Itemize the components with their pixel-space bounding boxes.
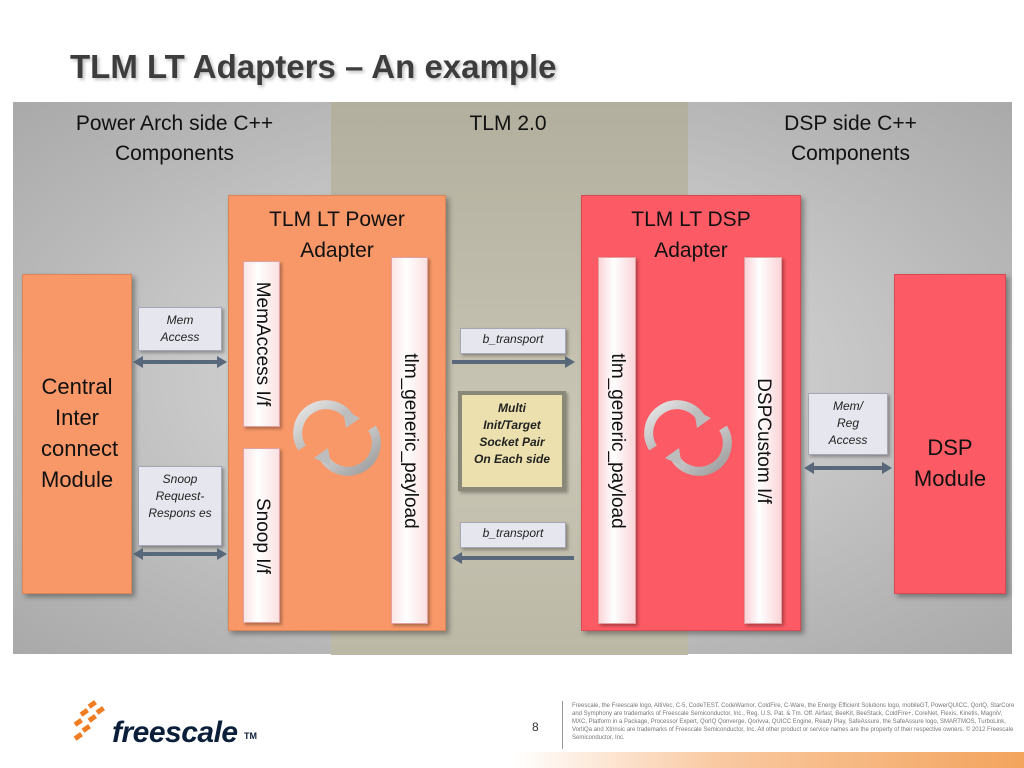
b-transport-bottom-callout: b_transport [460, 522, 566, 548]
power-generic-payload-strip: tlm_generic_payload [391, 257, 428, 624]
multi-socket-note: Multi Init/Target Socket Pair On Each si… [458, 391, 566, 491]
power-adapter: TLM LT Power Adapter MemAccess I/f Snoop… [228, 195, 446, 631]
freescale-wordmark: freescale [112, 716, 238, 749]
tlm-header: TLM 2.0 [469, 112, 547, 135]
legal-notice: Freescale, the Freescale logo, AltiVec, … [572, 703, 1015, 741]
power-generic-payload-label: tlm_generic_payload [399, 352, 421, 529]
mem-access-callout: Mem Access [138, 307, 222, 351]
dspcustom-if-label: DSPCustom I/f [753, 377, 774, 504]
footer-divider [562, 701, 563, 749]
page-title: TLM LT Adapters – An example [70, 48, 557, 85]
central-interconnect-module: Central Inter connect Module [22, 274, 132, 594]
power-arch-header: Power Arch side C++ Components [62, 109, 287, 169]
snoop-callout: Snoop Request-Respons es [138, 466, 222, 546]
dsp-header-text: DSP side C++ Components [784, 112, 917, 165]
dsp-header: DSP side C++ Components [738, 109, 963, 169]
mem-reg-callout: Mem/ Reg Access [808, 393, 888, 455]
b-transport-top-callout: b_transport [460, 328, 566, 354]
snoop-if-strip: Snoop I/f [243, 448, 280, 623]
footer-band [0, 752, 1024, 768]
power-adapter-title: TLM LT Power Adapter [269, 208, 405, 262]
page-number: 8 [532, 720, 539, 734]
power-arch-header-text: Power Arch side C++ Components [75, 112, 274, 165]
dsp-adapter: TLM LT DSP Adapter tlm_generic_payload D… [581, 195, 801, 631]
dspcustom-if-strip: DSPCustom I/f [744, 257, 782, 624]
snoop-if-label: Snoop I/f [251, 497, 273, 574]
freescale-logo-icon [73, 700, 105, 741]
dsp-adapter-title: TLM LT DSP Adapter [631, 208, 751, 262]
dsp-module-label: DSP Module [913, 435, 987, 491]
dsp-module: DSP Module [894, 274, 1006, 594]
trademark-mark: TM [244, 731, 257, 741]
central-interconnect-label: Central Inter connect Module [41, 374, 119, 492]
dsp-generic-payload-strip: tlm_generic_payload [598, 257, 636, 624]
memaccess-if-strip: MemAccess I/f [243, 261, 280, 427]
dsp-generic-payload-label: tlm_generic_payload [607, 352, 628, 529]
memaccess-if-label: MemAccess I/f [251, 281, 273, 407]
